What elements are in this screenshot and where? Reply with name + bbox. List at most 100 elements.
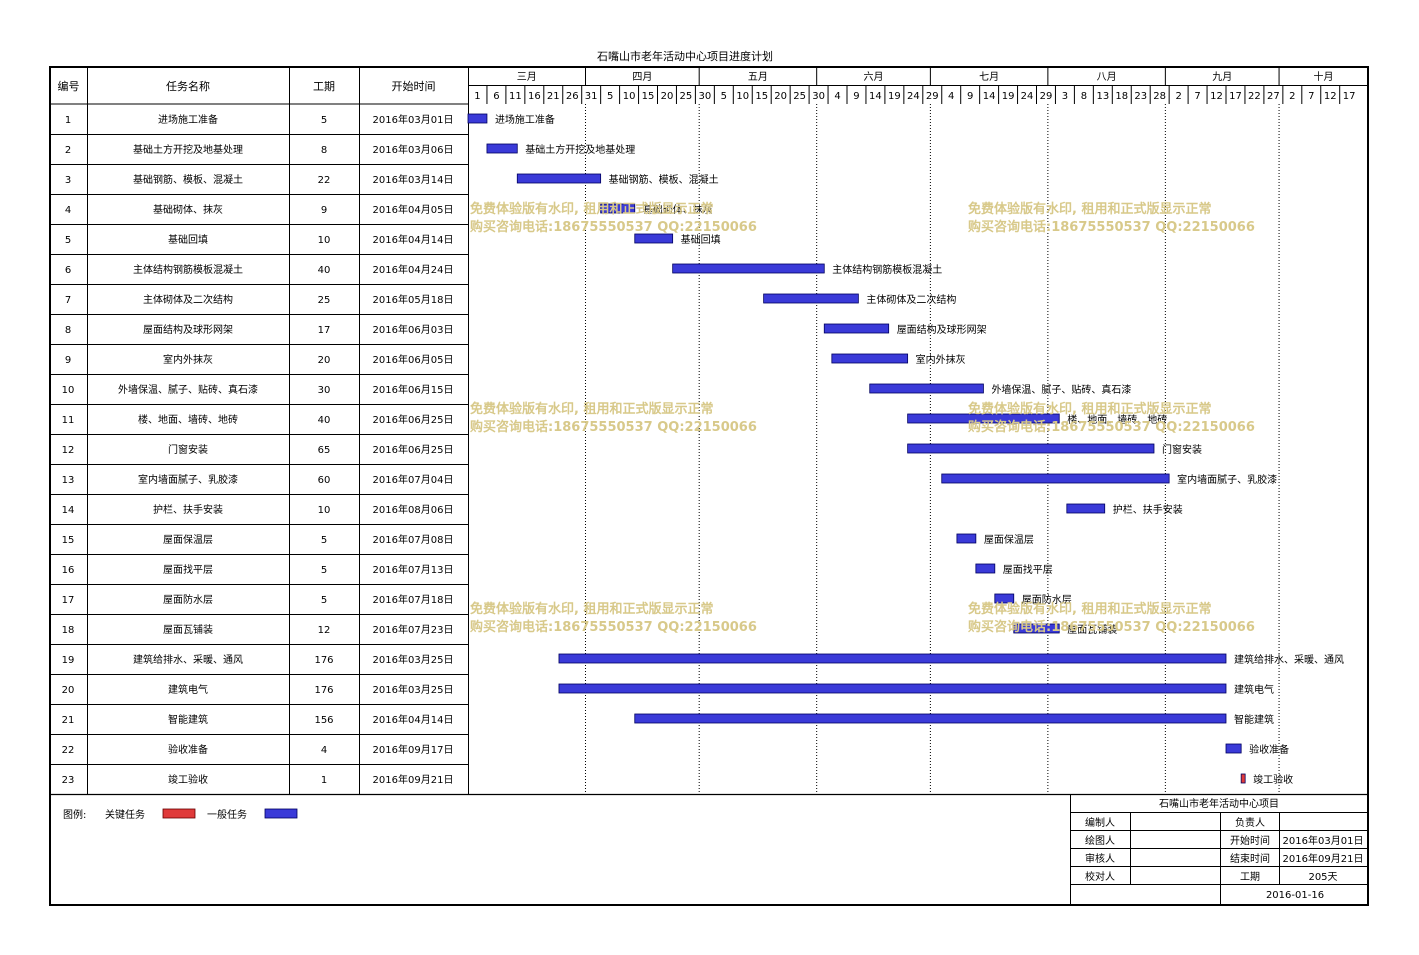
task-duration: 1	[321, 775, 327, 786]
task-number: 21	[62, 715, 75, 726]
bar-label: 门窗安装	[1162, 443, 1202, 456]
task-number: 23	[62, 775, 75, 786]
day-tick-label: 23	[1134, 91, 1147, 102]
task-number: 9	[65, 355, 71, 366]
task-name: 竣工验收	[168, 773, 208, 786]
bar-label: 建筑给排水、采暖、通风	[1234, 653, 1344, 666]
watermark-line-2: 购买咨询电话:18675550537 QQ:22150066	[968, 419, 1255, 435]
day-tick-label: 12	[1210, 91, 1223, 102]
task-name: 室内外抹灰	[163, 353, 213, 366]
task-start: 2016年07月18日	[373, 593, 454, 606]
info-owner-label: 负责人	[1235, 816, 1265, 829]
task-duration: 10	[318, 505, 331, 516]
task-duration: 10	[318, 235, 331, 246]
task-name: 屋面保温层	[163, 533, 213, 546]
task-number: 20	[62, 685, 75, 696]
task-name: 外墙保温、腻子、贴砖、真石漆	[118, 383, 258, 396]
month-label: 三月	[517, 71, 537, 83]
task-bar	[634, 233, 674, 244]
task-bar	[831, 353, 909, 364]
column-header-name: 任务名称	[166, 79, 210, 93]
day-tick-label: 18	[1115, 91, 1128, 102]
task-number: 8	[65, 325, 71, 336]
task-start: 2016年03月14日	[373, 173, 454, 186]
bar-label: 进场施工准备	[495, 113, 555, 126]
watermark-line-1: 免费体验版有水印, 租用和正式版显示正常	[968, 201, 1211, 217]
task-number: 22	[62, 745, 75, 756]
task-duration: 40	[318, 415, 331, 426]
column-header-duration: 工期	[313, 80, 335, 93]
task-number: 1	[65, 115, 71, 126]
task-duration: 17	[318, 325, 331, 336]
bar-label: 护栏、扶手安装	[1113, 503, 1183, 516]
task-name: 基础土方开挖及地基处理	[133, 143, 243, 156]
info-duration-value: 205天	[1308, 872, 1337, 883]
task-name: 智能建筑	[168, 713, 208, 726]
task-start: 2016年07月08日	[373, 533, 454, 546]
legend-normal-swatch	[264, 808, 298, 819]
day-tick-label: 22	[1248, 91, 1261, 102]
task-start: 2016年07月13日	[373, 563, 454, 576]
task-bar	[1225, 743, 1242, 754]
task-duration: 65	[318, 445, 331, 456]
task-bar	[558, 653, 1227, 664]
task-bar	[1013, 623, 1060, 634]
bar-label: 屋面结构及球形网架	[897, 323, 987, 336]
task-duration: 5	[321, 115, 327, 126]
task-name: 进场施工准备	[158, 113, 218, 126]
day-tick-label: 19	[1002, 91, 1015, 102]
task-number: 5	[65, 235, 71, 246]
legend-normal-label: 一般任务	[207, 808, 247, 821]
day-tick-label: 7	[1194, 91, 1200, 102]
bar-area: 进场施工准备基础土方开挖及地基处理基础钢筋、模板、混凝土基础砌体、抹灰基础回填主…	[467, 104, 1344, 794]
day-tick-label: 2	[1175, 91, 1181, 102]
day-tick-label: 21	[547, 91, 560, 102]
task-name: 室内墙面腻子、乳胶漆	[138, 473, 238, 486]
task-duration: 25	[318, 295, 331, 306]
day-tick-label: 6	[493, 91, 499, 102]
day-tick-label: 31	[585, 91, 598, 102]
task-number: 10	[62, 385, 75, 396]
info-checker-label: 校对人	[1085, 870, 1115, 883]
watermark-line-1: 免费体验版有水印, 租用和正式版显示正常	[470, 601, 713, 617]
bar-label: 主体结构钢筋模板混凝土	[832, 263, 942, 276]
task-bar	[763, 293, 859, 304]
task-start: 2016年03月06日	[373, 143, 454, 156]
watermark-line-1: 免费体验版有水印, 租用和正式版显示正常	[968, 601, 1211, 617]
day-tick-label: 3	[1062, 91, 1068, 102]
day-tick-label: 1	[474, 91, 480, 102]
task-start: 2016年06月03日	[373, 323, 454, 336]
info-reviewer-label: 审核人	[1085, 852, 1115, 865]
task-duration: 30	[318, 385, 331, 396]
task-start: 2016年07月04日	[373, 473, 454, 486]
task-bar	[600, 203, 636, 214]
task-duration: 5	[321, 595, 327, 606]
info-editor-label: 编制人	[1085, 816, 1115, 829]
bar-label: 屋面瓦铺装	[1067, 623, 1117, 636]
task-bar	[516, 173, 602, 184]
legend: 图例:关键任务一般任务	[63, 808, 298, 821]
day-tick-label: 11	[509, 91, 522, 102]
task-start: 2016年06月15日	[373, 383, 454, 396]
task-bar	[1240, 773, 1246, 784]
task-number: 6	[65, 265, 71, 276]
task-number: 18	[62, 625, 75, 636]
legend-label: 图例:	[63, 808, 86, 821]
task-start: 2016年09月21日	[373, 773, 454, 786]
day-tick-label: 2	[1289, 91, 1295, 102]
month-label: 十月	[1314, 70, 1334, 83]
task-start: 2016年06月25日	[373, 413, 454, 426]
task-bar	[941, 473, 1170, 484]
bar-label: 屋面保温层	[984, 533, 1034, 546]
